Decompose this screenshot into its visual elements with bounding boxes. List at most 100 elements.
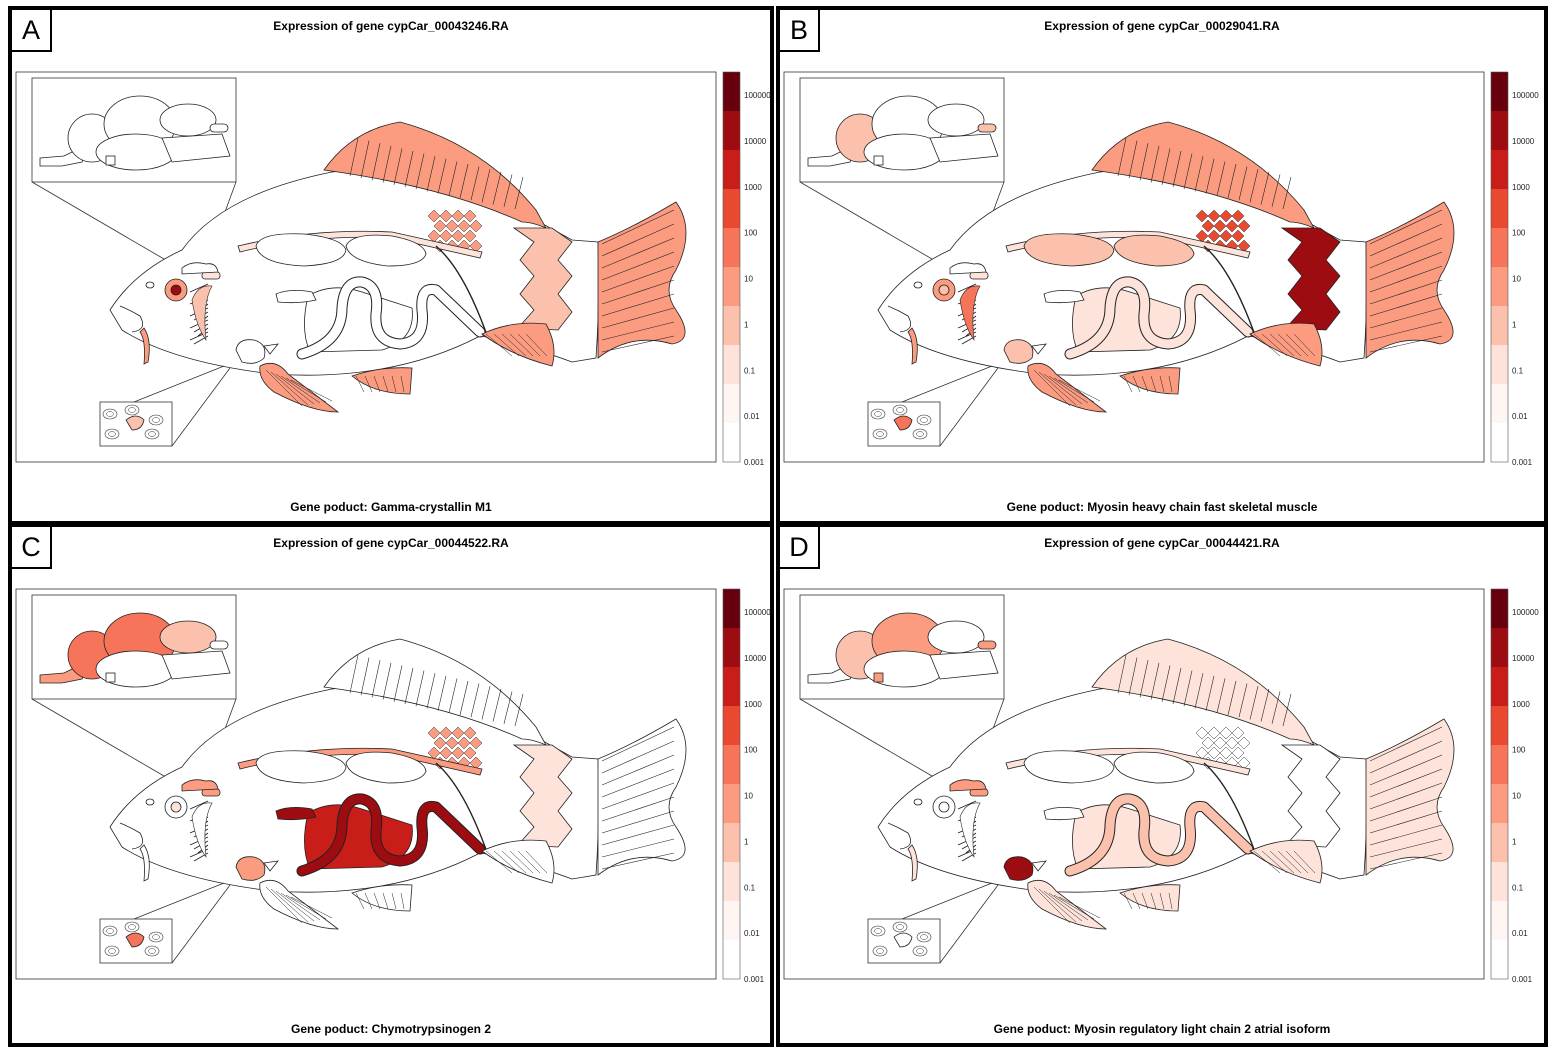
swim-bladder-anterior (1023, 233, 1115, 267)
fin-ray (1128, 657, 1138, 696)
panel-c-letter: C (12, 527, 52, 569)
fin-ray (601, 265, 675, 293)
panel-a-subtitle: Gene poduct: Gamma-crystallin M1 (290, 500, 492, 514)
fin-ray (1369, 209, 1443, 245)
fin-ray (1168, 892, 1173, 910)
bulbus (1031, 860, 1047, 872)
pelvic-fin (1119, 884, 1181, 912)
fin-ray (1141, 892, 1149, 910)
legend-tick-label: 0.001 (744, 975, 765, 984)
nostril (145, 798, 155, 806)
fin-ray (485, 850, 513, 874)
cerebellum (159, 103, 217, 137)
spleen (1043, 807, 1085, 821)
oocyte-nucleus (148, 431, 156, 437)
fin-ray (1139, 660, 1149, 698)
legend-frame (722, 71, 741, 463)
scales (1195, 726, 1251, 770)
fin-ray (1249, 686, 1259, 720)
legend-tick-label: 100 (1512, 229, 1526, 238)
fin-ray (1227, 163, 1237, 199)
panel-b-title: Expression of gene cypCar_00029041.RA (1044, 19, 1280, 33)
panel-d-letter: D (780, 527, 820, 569)
fin-ray (1038, 888, 1077, 923)
plot-frame (15, 71, 717, 463)
fin-ray (459, 680, 469, 716)
fin-ray (1141, 375, 1149, 393)
ovary-cell (125, 932, 145, 948)
oocyte-nucleus (148, 948, 156, 954)
legend-tick-label: 100000 (744, 91, 771, 100)
oocyte-nucleus (920, 417, 928, 423)
fin-ray (1369, 754, 1443, 786)
fin-ray (290, 379, 333, 402)
legend-swatch (723, 628, 740, 667)
fin-ray (1038, 371, 1077, 406)
scale (1237, 736, 1251, 750)
legend-swatch (723, 706, 740, 745)
oocyte-nucleus (108, 948, 116, 954)
fin-ray (275, 890, 315, 922)
scale (1231, 229, 1245, 243)
legend-swatch (1491, 345, 1508, 384)
gill-arch (191, 802, 213, 859)
fin-ray (1123, 375, 1133, 393)
fin-ray (1261, 850, 1288, 874)
inset-connector (31, 181, 177, 267)
heart (235, 339, 266, 364)
spleen (1043, 290, 1085, 304)
fin-ray (1277, 850, 1302, 874)
fin-ray (426, 156, 436, 192)
fin-ray (415, 670, 425, 707)
fin-ray (1238, 166, 1248, 201)
legend-swatch (1491, 423, 1508, 462)
legend-swatch (1491, 940, 1508, 979)
duct (435, 245, 489, 339)
pituitary (105, 155, 116, 166)
fin-ray (1269, 850, 1295, 874)
fin-ray (1369, 768, 1443, 798)
fin-ray (371, 143, 381, 181)
legend-tick-label: 1000 (744, 183, 762, 192)
dorsal-fin (323, 638, 547, 746)
legend-tick-label: 0.001 (1512, 458, 1533, 467)
fin-ray (493, 333, 520, 357)
mouth (119, 305, 144, 333)
trunk-muscle (512, 744, 573, 848)
swim-bladder-posterior (345, 234, 427, 267)
plot-frame (15, 588, 717, 980)
ovary-cell (125, 415, 145, 431)
legend-tick-label: 0.1 (744, 883, 756, 892)
caudal-fin (597, 201, 687, 359)
pectoral-fin (259, 362, 340, 413)
fin-ray (1271, 691, 1281, 724)
pelvic-fin (351, 367, 413, 395)
fin-ray (270, 888, 309, 923)
legend-swatch (723, 228, 740, 267)
fin-ray (364, 375, 373, 393)
legend-swatch (723, 589, 740, 628)
fin-ray (601, 852, 675, 870)
scale (1231, 726, 1245, 740)
caudal-fin (1365, 201, 1455, 359)
legend-swatch (723, 745, 740, 784)
fin-ray (355, 892, 365, 910)
fin-ray (1117, 137, 1127, 177)
duct (1203, 762, 1257, 856)
swim-bladder-posterior (1113, 234, 1195, 267)
fin-ray (285, 894, 327, 920)
fin-ray (364, 892, 373, 910)
fin-ray (1172, 667, 1182, 705)
fin-ray (1150, 892, 1157, 910)
ovary-cell (893, 415, 913, 431)
fin-ray (601, 740, 675, 774)
mouth (887, 822, 912, 850)
fin-ray (371, 660, 381, 698)
fin-ray (280, 375, 321, 404)
legend-tick-label: 10 (1512, 275, 1521, 284)
cerebellum (159, 620, 217, 654)
fin-ray (525, 850, 548, 874)
